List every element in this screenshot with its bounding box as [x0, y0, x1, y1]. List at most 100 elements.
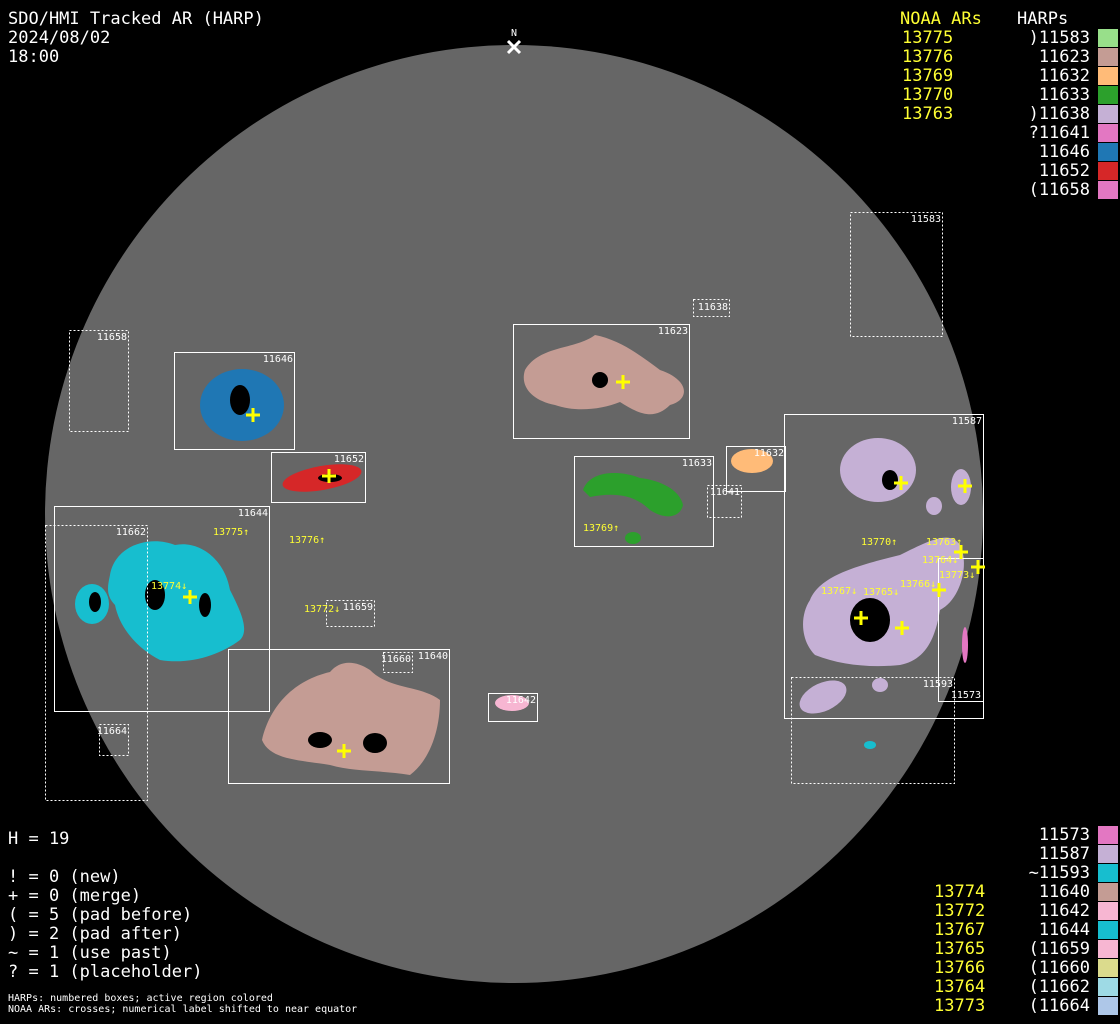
region-11632	[731, 449, 773, 473]
harp-color-swatch	[1098, 921, 1118, 939]
harp-color-swatch	[1098, 864, 1118, 882]
harp-color-swatch	[1098, 143, 1118, 161]
harp-legend-item: 11646	[1038, 142, 1090, 162]
harp-legend-item: )11583	[1028, 28, 1090, 48]
noaa-label: 13769↑	[583, 523, 619, 534]
noaa-label: 13774↓	[151, 581, 187, 592]
region-11593-cyan	[864, 741, 876, 749]
noaa-label: 13763↑	[926, 537, 962, 548]
time: 18:00	[8, 47, 60, 67]
noaa-legend-item: 13776	[902, 47, 954, 67]
region-11593-small	[872, 678, 888, 692]
harp-box	[54, 506, 270, 712]
noaa-legend-item: 13763	[902, 104, 954, 124]
harp-label: 11664	[97, 726, 127, 737]
harp-label: 11652	[334, 454, 364, 465]
harp-legend-item: ~11593	[1028, 863, 1090, 883]
noaa-label: 13773↓	[939, 570, 975, 581]
region-11633-small	[625, 532, 641, 544]
north-marker-icon	[506, 39, 522, 55]
harp-label: 11660	[381, 654, 411, 665]
harp-color-swatch	[1098, 181, 1118, 199]
harp-legend-item: 11623	[1038, 47, 1090, 67]
harp-color-swatch	[1098, 845, 1118, 863]
harp-count: H = 19	[8, 829, 70, 849]
harp-legend-item: )11638	[1028, 104, 1090, 124]
noaa-legend-item: 13774	[934, 882, 986, 902]
harp-label: 11659	[343, 602, 373, 613]
harp-color-swatch	[1098, 86, 1118, 104]
harp-legend-item: 11573	[1038, 825, 1090, 845]
harp-color-swatch	[1098, 978, 1118, 996]
harp-color-swatch	[1098, 105, 1118, 123]
harp-box	[45, 525, 148, 801]
stat-line: ~ = 1 (use past)	[8, 943, 172, 963]
noaa-legend-item: 13766	[934, 958, 986, 978]
region-11640	[262, 662, 440, 775]
harp-color-swatch	[1098, 959, 1118, 977]
harp-box	[326, 600, 375, 627]
region-11642	[495, 695, 529, 711]
harp-box	[791, 677, 955, 784]
region-11587-dot	[926, 497, 942, 515]
harp-label: 11644	[238, 508, 268, 519]
harp-color-swatch	[1098, 826, 1118, 844]
harp-label: 11587	[952, 416, 982, 427]
harp-box	[513, 324, 690, 439]
stat-line: ( = 5 (pad before)	[8, 905, 193, 925]
noaa-legend-item: 13769	[902, 66, 954, 86]
harp-label: 11573	[951, 690, 981, 701]
harp-box	[69, 330, 129, 432]
harp-box	[228, 649, 450, 784]
harp-box	[707, 485, 742, 518]
region-11644	[107, 541, 245, 662]
harp-color-swatch	[1098, 997, 1118, 1015]
harp-box	[488, 693, 538, 722]
harp-label: 11633	[682, 458, 712, 469]
harp-legend-item: (11659	[1028, 939, 1090, 959]
noaa-label: 13776↑	[289, 535, 325, 546]
harp-legend-item: (11660	[1028, 958, 1090, 978]
harp-header: HARPs	[1017, 9, 1069, 29]
harp-box	[726, 446, 786, 492]
chart-title: SDO/HMI Tracked AR (HARP)	[8, 9, 264, 29]
noaa-label: 13770↑	[861, 537, 897, 548]
noaa-legend-item: 13773	[934, 996, 986, 1016]
note-noaa: NOAA ARs: crosses; numerical label shift…	[8, 1004, 358, 1015]
harp-color-swatch	[1098, 902, 1118, 920]
harp-label: 11583	[911, 214, 941, 225]
noaa-crosses	[183, 375, 985, 758]
noaa-label: 13766↓	[900, 579, 936, 590]
noaa-legend-item: 13765	[934, 939, 986, 959]
north-label: N	[511, 28, 517, 39]
region-11587-main	[803, 537, 964, 667]
noaa-legend-item: 13775	[902, 28, 954, 48]
harp-box	[693, 299, 730, 317]
harp-legend-item: 11642	[1038, 901, 1090, 921]
harp-legend-item: 11632	[1038, 66, 1090, 86]
harp-label: 11638	[698, 302, 728, 313]
harp-label: 11658	[97, 332, 127, 343]
harp-box	[271, 452, 366, 503]
harp-legend-item: (11664	[1028, 996, 1090, 1016]
noaa-legend-item: 13767	[934, 920, 986, 940]
harp-label: 11662	[116, 527, 146, 538]
noaa-label: 13765↓	[863, 587, 899, 598]
harp-label: 11642	[506, 695, 536, 706]
noaa-legend-item: 13764	[934, 977, 986, 997]
note-harps: HARPs: numbered boxes; active region col…	[8, 993, 273, 1004]
harp-label: 11623	[658, 326, 688, 337]
harp-color-swatch	[1098, 162, 1118, 180]
harp-legend-item: 11587	[1038, 844, 1090, 864]
harp-label: 11632	[754, 448, 784, 459]
harp-color-swatch	[1098, 29, 1118, 47]
region-11593	[799, 680, 847, 714]
harp-label: 11641	[710, 487, 740, 498]
region-11587-north	[840, 438, 916, 502]
harp-legend-item: (11658	[1028, 180, 1090, 200]
harp-box	[383, 652, 413, 673]
noaa-label: 13767↓	[821, 586, 857, 597]
noaa-header: NOAA ARs	[900, 9, 982, 29]
harp-label: 11593	[923, 679, 953, 690]
harp-color-swatch	[1098, 67, 1118, 85]
